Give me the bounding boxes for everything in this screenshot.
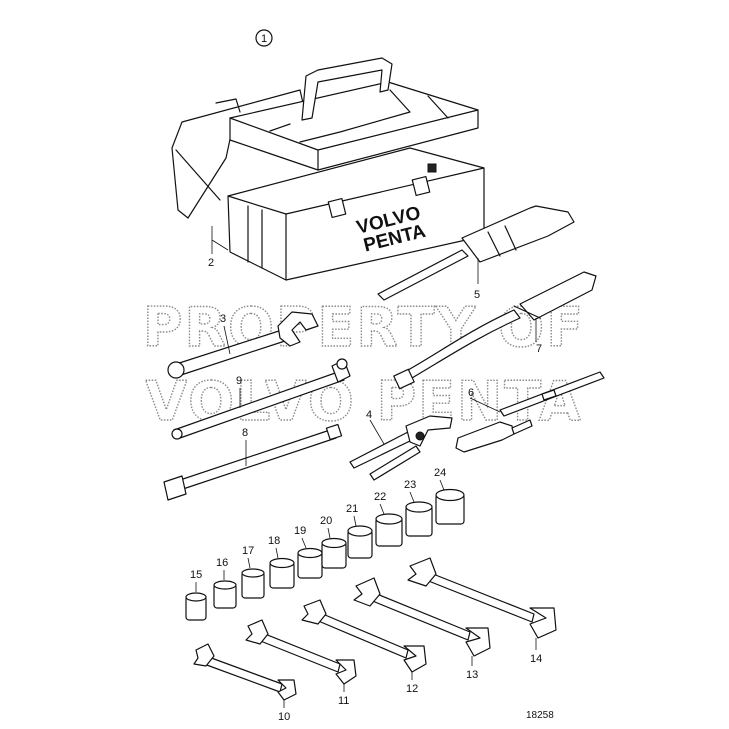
label-part-13: 13 xyxy=(466,669,478,681)
label-part-23: 23 xyxy=(404,479,416,491)
label-part-12: 12 xyxy=(406,683,418,695)
label-part-5: 5 xyxy=(474,289,480,301)
label-part-11: 11 xyxy=(338,695,349,707)
label-part-7: 7 xyxy=(536,343,542,355)
label-part-9: 9 xyxy=(236,375,242,387)
label-part-14: 14 xyxy=(530,653,542,665)
screwdriver-large xyxy=(377,205,575,301)
label-part-8: 8 xyxy=(242,427,248,439)
sliding-t-handle xyxy=(171,358,351,440)
label-part-18: 18 xyxy=(268,535,280,547)
label-part-2: 2 xyxy=(208,257,214,269)
group-number: 1 xyxy=(261,33,267,45)
wrench-14 xyxy=(407,557,557,650)
label-part-6: 6 xyxy=(468,387,474,399)
socket-23 xyxy=(405,491,433,537)
wrench-10 xyxy=(193,643,297,708)
socket-21 xyxy=(347,515,373,559)
label-part-21: 21 xyxy=(346,503,358,515)
flexible-spinner xyxy=(393,271,597,390)
drawing-number: 18258 xyxy=(526,710,554,721)
label-part-3: 3 xyxy=(220,313,226,325)
label-part-22: 22 xyxy=(374,491,386,503)
label-part-10: 10 xyxy=(278,711,290,723)
socket-18 xyxy=(269,547,295,589)
socket-17 xyxy=(241,557,265,599)
adjustable-wrench xyxy=(167,311,319,379)
socket-16 xyxy=(213,570,237,609)
label-part-16: 16 xyxy=(216,557,228,569)
socket-15 xyxy=(185,582,207,621)
screwdriver-small xyxy=(455,371,605,453)
group-number-callout: 1 xyxy=(255,29,273,47)
open-end-wrenches xyxy=(193,557,557,708)
label-part-15: 15 xyxy=(190,569,202,581)
socket-19 xyxy=(297,537,323,579)
extension-bar xyxy=(163,423,343,501)
wrench-12 xyxy=(301,599,427,680)
label-part-19: 19 xyxy=(294,525,306,537)
socket-20 xyxy=(321,527,347,569)
toolbox: VOLVO PENTA xyxy=(171,57,485,281)
socket-22 xyxy=(375,503,403,547)
label-part-4: 4 xyxy=(366,409,372,421)
label-part-24: 24 xyxy=(434,467,446,479)
pliers xyxy=(349,415,453,481)
sockets xyxy=(185,479,465,621)
label-part-20: 20 xyxy=(320,515,332,527)
watermark-line1: PROPERTY OF xyxy=(143,296,585,359)
wrench-13 xyxy=(353,577,491,666)
socket-24 xyxy=(435,479,465,525)
label-part-17: 17 xyxy=(242,545,254,557)
wrench-11 xyxy=(245,619,357,692)
